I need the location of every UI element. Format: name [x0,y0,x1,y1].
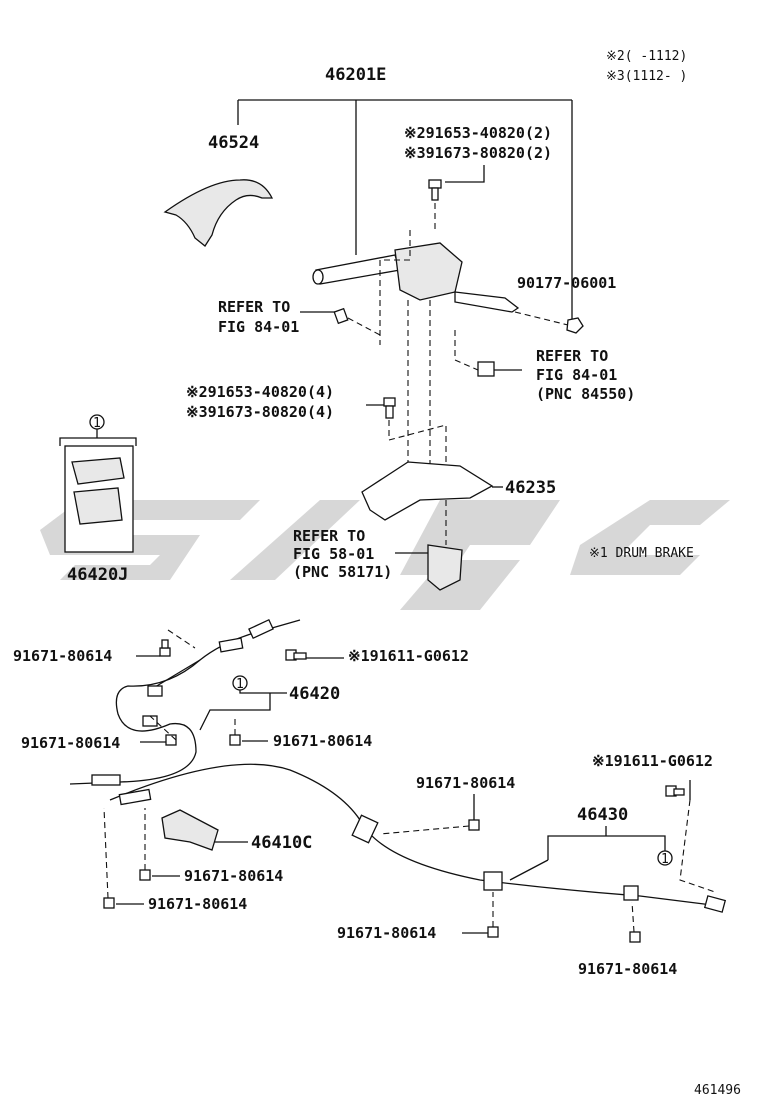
lever-cover-46524 [163,179,274,247]
bolt-icon [285,649,307,661]
refer-b-line3: (PNC 84550) [536,385,635,403]
bolt-label-d: 91671-80614 [416,774,515,792]
svg-text:1: 1 [661,852,669,867]
refer-a-line1: REFER TO [218,298,290,316]
bolt-icon [333,307,349,325]
bolt-icon [468,819,480,831]
lever-icon [312,242,520,313]
note-variant-3: ※3(1112- ) [606,69,687,84]
bolt-label-c: 91671-80614 [273,732,372,750]
bolt-icon [103,897,115,909]
bolt-label-top-2: ※291653-40820(2) [404,124,552,142]
switch-icon [427,544,463,591]
bolt-label-h: 91671-80614 [578,960,677,978]
callout-circle: 1 [657,850,673,867]
nut-icon [566,317,584,334]
bolt-label-g: 91671-80614 [337,924,436,942]
bolt-icon [487,926,499,938]
refer-b-line2: FIG 84-01 [536,366,617,384]
clip-icon [477,361,495,377]
bolt-label-b: 91671-80614 [21,734,120,752]
bolt-label-mid-3: ※391673-80820(4) [186,403,334,421]
callout-circle: 1 [89,414,105,431]
part-label-46420: 46420 [289,684,340,704]
part-label-46430: 46430 [577,805,628,825]
bolt-label-f: 91671-80614 [148,895,247,913]
cable-icon [69,618,301,786]
bolt-icon [629,931,641,943]
part-label-46201E: 46201E [325,65,386,85]
note-variant-2: ※2( -1112) [606,49,687,64]
bolt-label-a: 91671-80614 [13,647,112,665]
svg-text:1: 1 [236,677,244,692]
bracket-icon [161,809,219,851]
bolt-icon [383,397,396,419]
callout-circle: 1 [232,675,248,692]
bolt-icon [159,639,171,657]
refer-c-line1: REFER TO [293,527,365,545]
refer-c-line2: FIG 58-01 [293,545,374,563]
bolt-icon [428,179,442,201]
bolt-label-91611-b: ※191611-G0612 [592,752,713,770]
part-label-46524: 46524 [208,133,259,153]
bolt-icon [165,734,177,746]
bracket-icon [361,461,494,521]
part-label-46235: 46235 [505,478,556,498]
refer-c-line3: (PNC 58171) [293,563,392,581]
bolt-icon [665,785,685,797]
bolt-label-top-3: ※391673-80820(2) [404,144,552,162]
bolt-icon [229,734,241,746]
part-label-46420J: 46420J [67,565,128,585]
bolt-label-mid-2: ※291653-40820(4) [186,383,334,401]
bolt-icon [139,869,151,881]
figure-number: 461496 [694,1083,741,1098]
refer-a-line2: FIG 84-01 [218,318,299,336]
cable-icon [109,763,727,913]
bolt-label-e: 91671-80614 [184,867,283,885]
note-drum-brake: ※1 DRUM BRAKE [589,546,694,561]
part-label-90177: 90177-06001 [517,274,616,292]
clip-icon [71,457,125,525]
part-label-46410C: 46410C [251,833,312,853]
svg-text:1: 1 [93,416,101,431]
bolt-label-91611-a: ※191611-G0612 [348,647,469,665]
refer-b-line1: REFER TO [536,347,608,365]
